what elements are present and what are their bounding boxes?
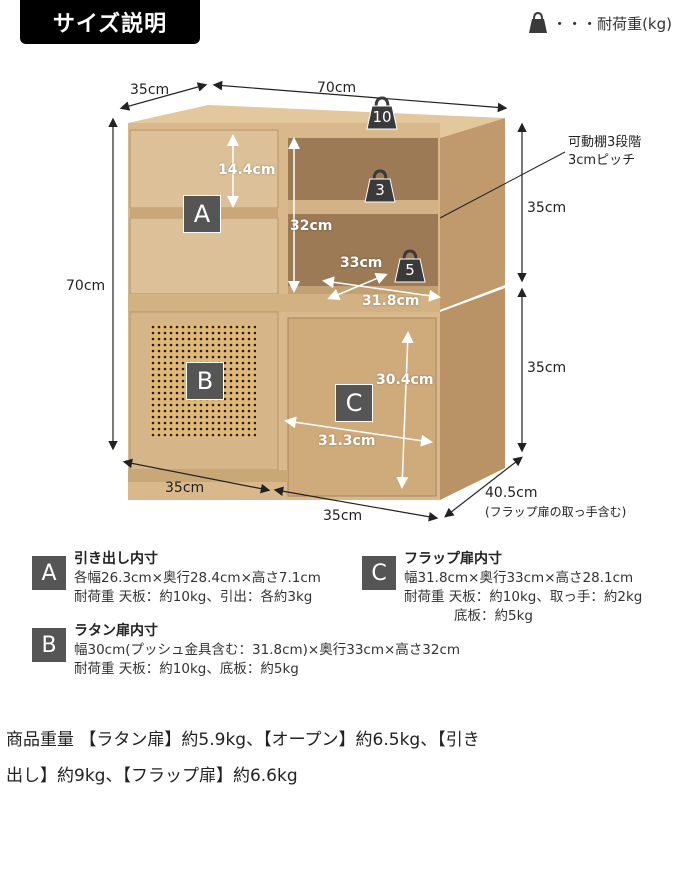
product-weight-line2: 出し】約9kg、【フラップ扉】約6.6kg: [6, 766, 298, 786]
spec-c-size: 幅31.8cm×奥行33cm×高さ28.1cm: [404, 570, 634, 586]
spec-b-size: 幅30cm(プッシュ金具含む：31.8cm)×奥行33cm×高さ32cm: [74, 642, 461, 658]
dim-upper-height: 35cm: [527, 200, 567, 216]
spec-c-title: フラップ扉内寸: [404, 551, 502, 567]
dim-top-depth: 35cm: [130, 82, 170, 98]
badge-c: C: [335, 384, 373, 422]
weight-icon-top: 10: [365, 95, 399, 131]
spec-badge-a: A: [32, 556, 66, 590]
spec-c: C フラップ扉内寸 幅31.8cm×奥行33cm×高さ28.1cm 耐荷重 天板…: [362, 550, 642, 626]
weight-value-shelf: 3: [375, 181, 385, 199]
spec-b: B ラタン扉内寸 幅30cm(プッシュ金具含む：31.8cm)×奥行33cm×高…: [32, 622, 460, 679]
dim-bottom-left-width: 35cm: [165, 480, 205, 496]
weight-icon-bottom: 5: [393, 248, 427, 284]
dim-lower-height: 35cm: [527, 360, 567, 376]
legend-text: ・・・耐荷重(kg): [552, 14, 672, 33]
weight-legend: ・・・耐荷重(kg): [528, 12, 672, 34]
dim-depth-note: (フラップ扉の取っ手含む): [485, 505, 627, 519]
spec-badge-b: B: [32, 628, 66, 662]
weight-value-bottom: 5: [405, 261, 415, 279]
dim-open-inner-width: 31.8cm: [362, 293, 420, 309]
spec-badge-c: C: [362, 556, 396, 590]
weight-icon: [529, 12, 548, 33]
spec-section: A 引き出し内寸 各幅26.3cm×奥行28.4cm×高さ7.1cm 耐荷重 天…: [0, 545, 690, 695]
spec-a: A 引き出し内寸 各幅26.3cm×奥行28.4cm×高さ7.1cm 耐荷重 天…: [32, 550, 321, 607]
dim-open-inner-height: 32cm: [290, 218, 333, 234]
spec-b-load: 耐荷重 天板：約10kg、底板：約5kg: [74, 661, 299, 677]
product-weight-line1: 商品重量 【ラタン扉】約5.9kg、【オープン】約6.5kg、【引き: [6, 730, 480, 750]
dim-drawer-height: 14.4cm: [218, 162, 276, 178]
spec-b-title: ラタン扉内寸: [74, 623, 158, 639]
spec-a-load: 耐荷重 天板：約10kg、引出：各約3kg: [74, 589, 313, 605]
badge-b: B: [186, 362, 224, 400]
cabinet-illustration: [108, 80, 566, 522]
shelf-note-line1: 可動棚3段階: [568, 135, 642, 150]
spec-a-title: 引き出し内寸: [74, 551, 158, 567]
shelf-note-line2: 3cmピッチ: [568, 153, 636, 168]
dim-total-height: 70cm: [66, 278, 106, 294]
dim-flap-inner-width: 31.3cm: [318, 433, 376, 449]
dim-open-inner-depth: 33cm: [340, 255, 383, 271]
weight-icon-shelf: 3: [363, 168, 397, 204]
furniture-diagram: 35cm 70cm 70cm 35cm 35cm 35cm 35cm 40.5c…: [0, 60, 690, 540]
dim-flap-inner-height: 30.4cm: [376, 372, 434, 388]
weight-value-top: 10: [372, 108, 392, 126]
spec-a-size: 各幅26.3cm×奥行28.4cm×高さ7.1cm: [74, 570, 321, 586]
spec-c-load: 耐荷重 天板：約10kg、取っ手：約2kg: [404, 589, 643, 605]
page-title: サイズ説明: [20, 0, 200, 44]
spec-c-load2: 底板：約5kg: [454, 608, 533, 624]
badge-a: A: [183, 195, 221, 233]
dim-top-width: 70cm: [317, 80, 357, 96]
product-weight: 商品重量 【ラタン扉】約5.9kg、【オープン】約6.5kg、【引き 出し】約9…: [6, 722, 646, 794]
dim-bottom-right-width: 35cm: [323, 508, 363, 524]
dim-depth-with-handle: 40.5cm: [485, 485, 538, 501]
